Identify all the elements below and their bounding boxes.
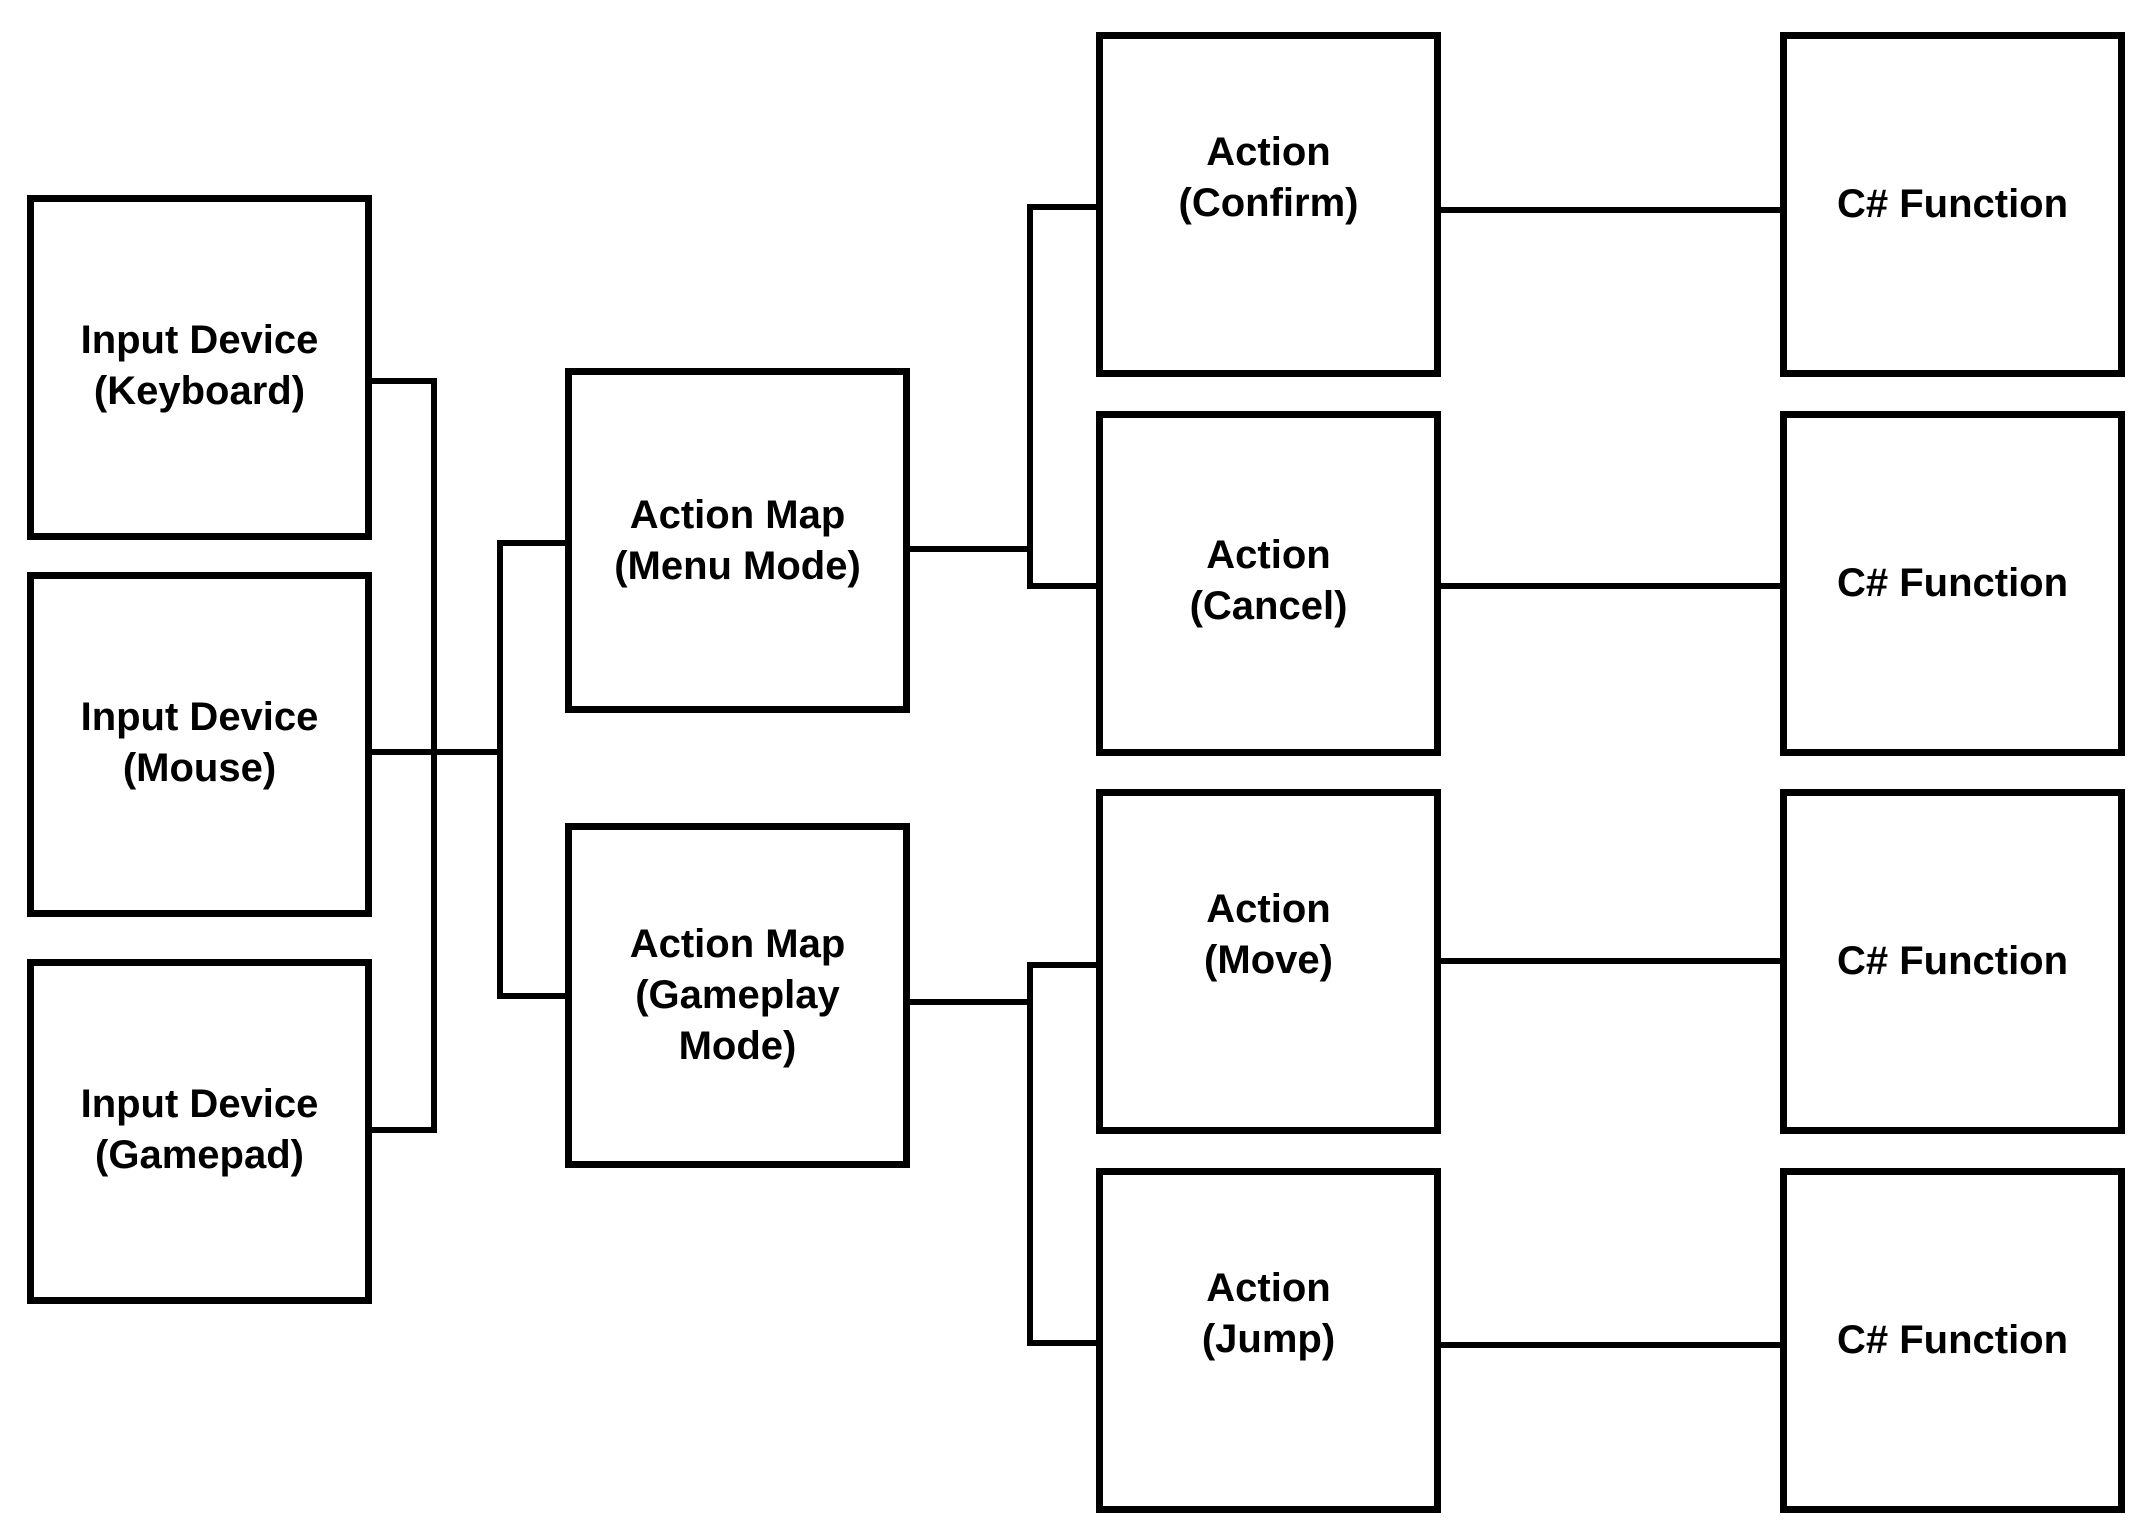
connector-bus-to-action-maps [497,540,568,999]
connector-keyboard-to-bus [369,378,437,1133]
input-device-keyboard-node: Input Device (Keyboard) [27,195,372,540]
node-label: Action Map (Gameplay Mode) [629,922,846,1068]
action-confirm-node: Action (Confirm) [1096,32,1441,377]
connector-gameplay-actions-branch [1027,962,1099,1346]
node-label: Input Device (Gamepad) [80,1081,319,1177]
node-label: Action (Cancel) [1189,532,1348,628]
node-label: Action (Move) [1204,886,1333,982]
node-label: C# Function [1836,561,2069,605]
connector-menu-actions-branch [1027,204,1099,589]
csharp-function-cancel-node: C# Function [1780,411,2125,756]
input-device-gamepad-node: Input Device (Gamepad) [27,959,372,1304]
csharp-function-jump-node: C# Function [1780,1168,2125,1513]
action-jump-node: Action (Jump) [1096,1168,1441,1513]
node-label: Input Device (Mouse) [80,694,319,790]
action-map-menu-node: Action Map (Menu Mode) [565,368,910,713]
csharp-function-move-node: C# Function [1780,789,2125,1134]
action-move-node: Action (Move) [1096,789,1441,1134]
node-label: Action (Jump) [1201,1265,1336,1361]
node-label: C# Function [1836,939,2069,983]
csharp-function-confirm-node: C# Function [1780,32,2125,377]
action-cancel-node: Action (Cancel) [1096,411,1441,756]
node-label: C# Function [1836,182,2069,226]
node-label: Action Map (Menu Mode) [614,492,861,588]
action-map-gameplay-node: Action Map (Gameplay Mode) [565,823,910,1168]
node-label: Input Device (Keyboard) [80,317,319,413]
input-device-mouse-node: Input Device (Mouse) [27,572,372,917]
node-label: Action (Confirm) [1178,129,1359,225]
node-label: C# Function [1836,1318,2069,1362]
